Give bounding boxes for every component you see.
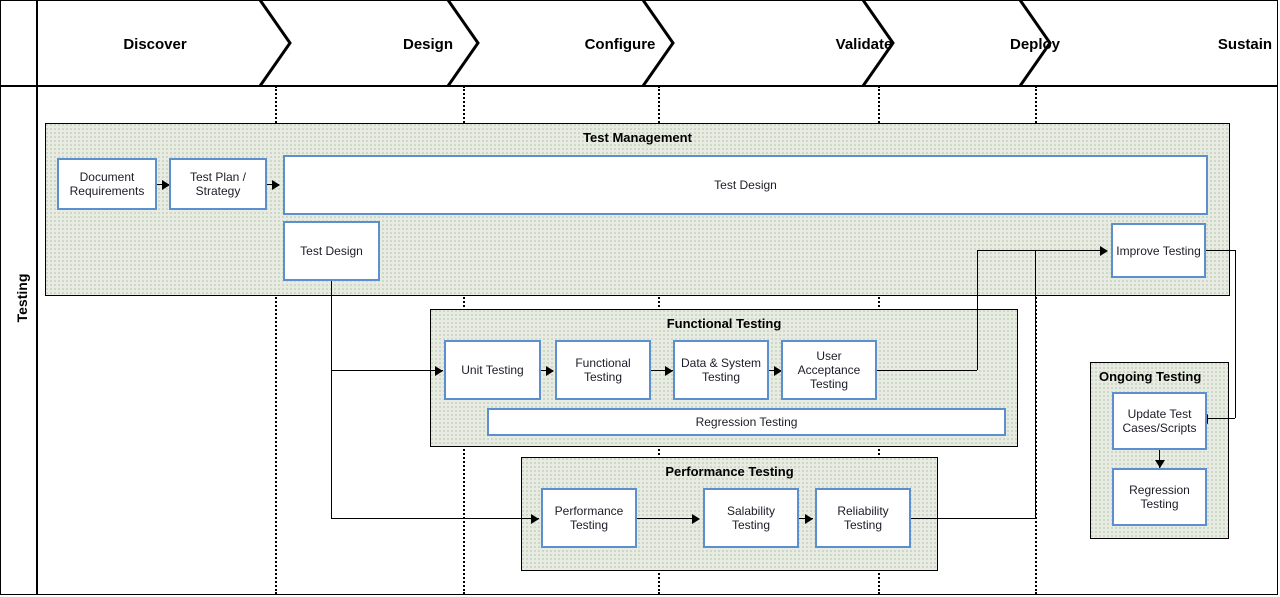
connector-update-to-regression: [1159, 450, 1160, 468]
phase-chevron-configure-validate: [641, 0, 675, 86]
arrow-salability-to-reliability: [805, 514, 813, 524]
panel-title-test-management: Test Management: [583, 130, 692, 145]
arrow-functional-to-data: [665, 366, 673, 376]
arrow-performance-to-salability: [692, 514, 700, 524]
arrow-docreq-to-testplan: [162, 180, 170, 190]
box-document-requirements[interactable]: Document Requirements: [57, 158, 157, 210]
arrow-update-to-regression: [1155, 460, 1165, 468]
box-test-design-wide[interactable]: Test Design: [283, 155, 1208, 215]
swimlane-title-testing: Testing: [14, 273, 30, 323]
lane-column-divider: [36, 1, 38, 595]
phase-label-design: Design: [402, 36, 453, 53]
header-bottom-rule: [1, 85, 1278, 87]
box-test-design[interactable]: Test Design: [283, 221, 380, 281]
phase-chevron-design-configure: [446, 0, 480, 86]
connector-reliability-exit-right: [911, 518, 1035, 519]
box-update-test-cases-scripts[interactable]: Update Test Cases/Scripts: [1112, 392, 1207, 450]
phase-label-sustain: Sustain: [1217, 36, 1273, 53]
connector-improve-exit-right: [1205, 250, 1235, 251]
box-reliability-testing[interactable]: Reliability Testing: [815, 488, 911, 548]
arrow-testdesign-to-unit: [435, 366, 443, 376]
box-regression-testing-functional[interactable]: Regression Testing: [487, 408, 1006, 436]
phase-separator-5: [1035, 86, 1037, 594]
arrow-testdesign-to-performance: [531, 514, 539, 524]
connector-uat-to-improve: [977, 250, 1104, 251]
connector-uat-riser: [977, 250, 978, 370]
box-improve-testing[interactable]: Improve Testing: [1111, 223, 1206, 278]
panel-title-ongoing-testing: Ongoing Testing: [1099, 369, 1202, 384]
panel-title-functional-testing: Functional Testing: [666, 316, 782, 331]
phase-label-configure: Configure: [584, 36, 656, 53]
panel-title-performance-testing: Performance Testing: [665, 464, 794, 479]
arrow-testplan-to-testdesign: [272, 180, 280, 190]
phase-chevron-validate-deploy: [861, 0, 895, 86]
arrow-data-to-uat: [774, 366, 782, 376]
connector-improve-downriser: [1235, 250, 1236, 418]
phase-label-discover: Discover: [123, 36, 187, 53]
connector-testdesign-to-performance: [331, 518, 539, 519]
connector-testdesign-stem: [331, 281, 332, 518]
connector-functional-to-data: [651, 370, 673, 371]
connector-uat-exit-right: [877, 370, 977, 371]
box-data-system-testing[interactable]: Data & System Testing: [673, 340, 769, 400]
connector-performance-to-salability: [637, 518, 699, 519]
box-unit-testing[interactable]: Unit Testing: [444, 340, 541, 400]
connector-trunk-vertical: [1035, 250, 1036, 518]
phase-label-deploy: Deploy: [1009, 36, 1060, 53]
box-functional-testing[interactable]: Functional Testing: [555, 340, 651, 400]
box-user-acceptance-testing[interactable]: User Acceptance Testing: [781, 340, 877, 400]
phase-chevron-deploy-sustain: [1018, 0, 1052, 86]
phase-separator-1: [275, 86, 277, 594]
connector-improve-to-update: [1207, 418, 1235, 419]
phase-chevron-discover-design: [258, 0, 292, 86]
connector-testdesign-to-unit: [331, 370, 443, 371]
box-test-plan-strategy[interactable]: Test Plan / Strategy: [169, 158, 267, 210]
box-salability-testing[interactable]: Salability Testing: [703, 488, 799, 548]
box-performance-testing[interactable]: Performance Testing: [541, 488, 637, 548]
arrow-uat-to-improve: [1100, 246, 1108, 256]
phase-label-validate: Validate: [835, 36, 893, 53]
box-regression-testing-ongoing[interactable]: Regression Testing: [1112, 468, 1207, 526]
arrow-unit-to-functional: [546, 366, 554, 376]
